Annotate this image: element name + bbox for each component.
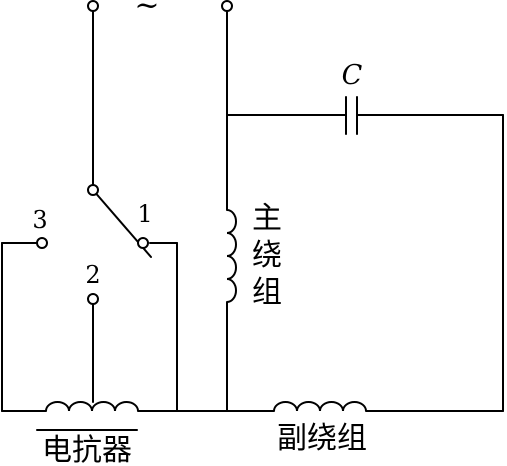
aux-winding-label: 副绕组 [277,421,367,456]
switch-terminal-2 [87,293,99,305]
switch-pivot-terminal [87,184,99,196]
switch-position-2-label: 2 [85,261,100,289]
main-winding-label-char-2: 绕 [252,238,282,273]
switch-position-1-label: 1 [137,200,152,228]
ac-source-symbol: ~ [134,0,159,23]
switch-position-3-label: 3 [32,206,47,234]
top-left-terminal [87,0,99,12]
main-winding-label-char-1: 主 [252,201,282,236]
switch-terminal-1 [137,237,149,249]
main-winding-label-char-3: 组 [252,275,282,310]
main-winding-coil [226,209,237,303]
capacitor-label: C [342,60,363,91]
top-right-terminal [221,0,233,12]
reactor-label: 电抗器 [42,433,132,466]
reactor-coil [45,401,139,412]
aux-winding-coil [273,401,367,412]
switch-terminal-3 [36,237,48,249]
